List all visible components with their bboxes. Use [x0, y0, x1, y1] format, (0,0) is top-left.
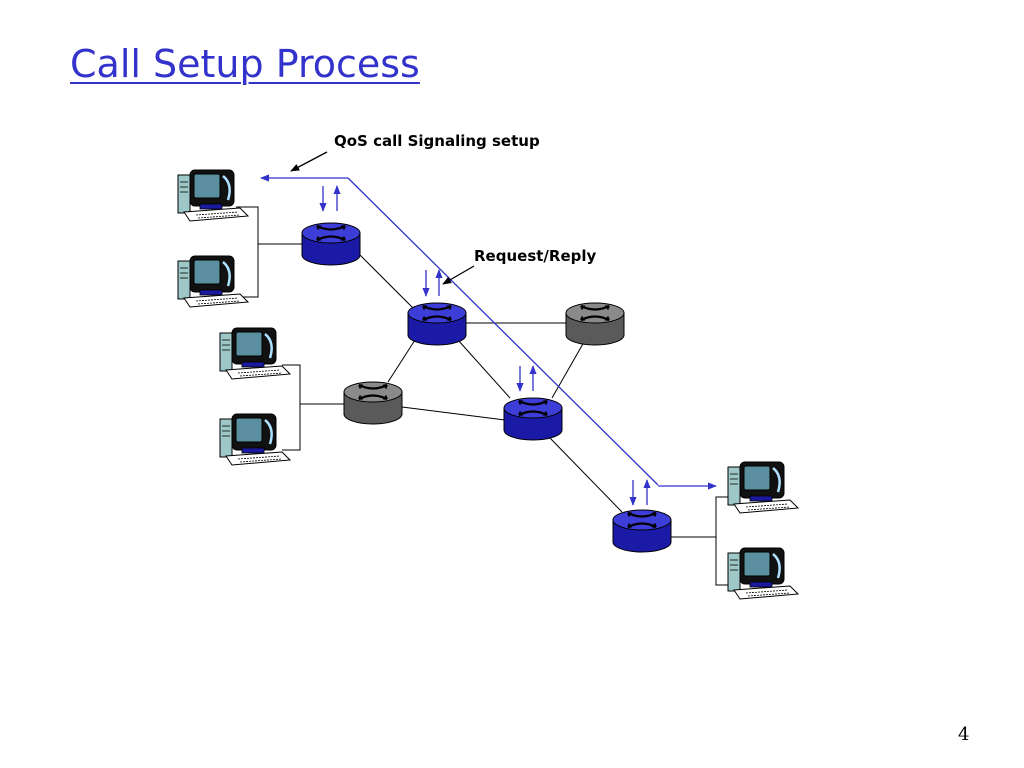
computer-icon [176, 254, 250, 309]
computer-icon [726, 460, 800, 515]
slide-title: Call Setup Process [70, 42, 420, 86]
router-r2 [406, 301, 468, 347]
host-h5 [726, 460, 800, 515]
network-links [236, 206, 736, 586]
computer-icon [726, 546, 800, 601]
router-icon [300, 221, 362, 267]
router-r3 [564, 301, 626, 347]
router-r5 [502, 396, 564, 442]
computer-icon [218, 326, 292, 381]
router-icon [502, 396, 564, 442]
router-r6 [611, 508, 673, 554]
host-h3 [218, 326, 292, 381]
signaling-path [260, 174, 717, 506]
router-r1 [300, 221, 362, 267]
page-number: 4 [958, 724, 970, 745]
host-h1 [176, 168, 250, 223]
router-icon [564, 301, 626, 347]
signaling-label: QoS call Signaling setup [334, 132, 540, 150]
host-h2 [176, 254, 250, 309]
request-reply-label: Request/Reply [474, 247, 597, 265]
router-icon [611, 508, 673, 554]
computer-icon [176, 168, 250, 223]
callout-arrows [290, 151, 475, 285]
computer-icon [218, 412, 292, 467]
router-icon [342, 380, 404, 426]
host-h6 [726, 546, 800, 601]
router-r4 [342, 380, 404, 426]
router-icon [406, 301, 468, 347]
host-h4 [218, 412, 292, 467]
